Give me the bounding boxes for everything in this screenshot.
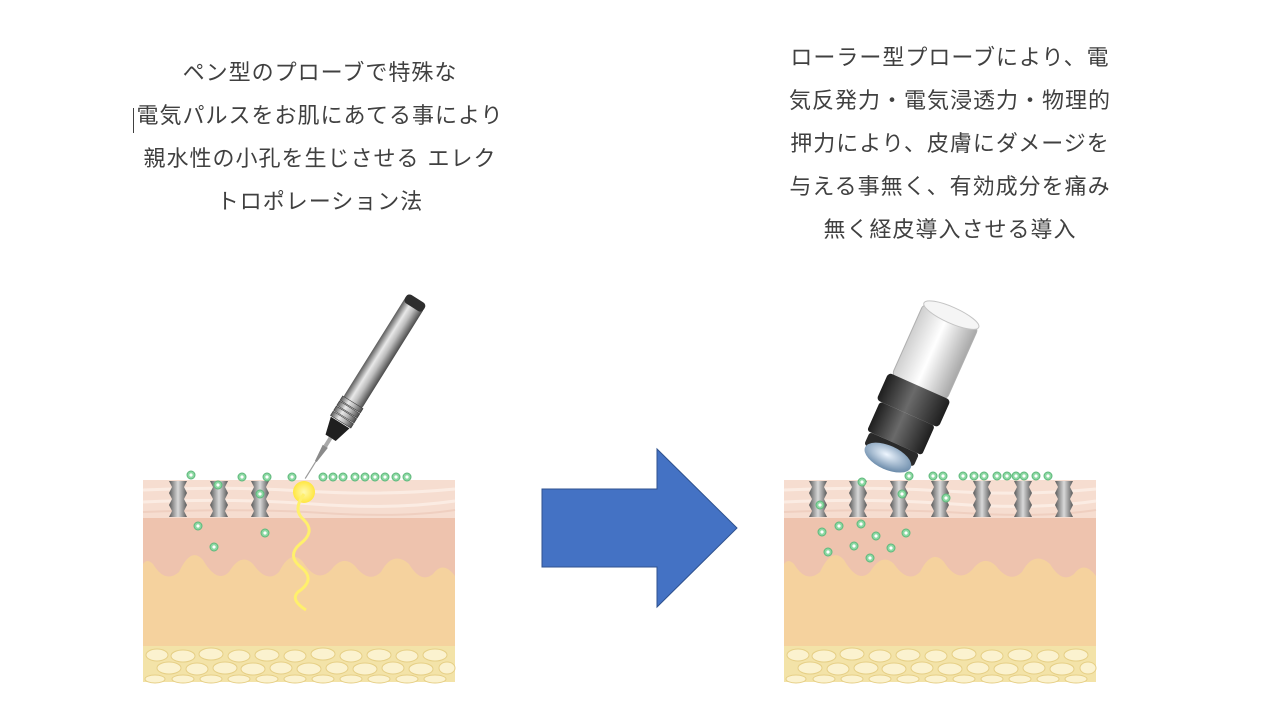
- left-skin-diagram: [141, 470, 457, 685]
- surface-particles: [904, 471, 1053, 481]
- right-caption-line: 無く経皮導入させる導入: [823, 218, 1077, 243]
- surface-particles: [186, 470, 412, 482]
- right-caption-line: 気反発力・電気浸透力・物理的: [788, 89, 1111, 114]
- right-caption-line: 押力により、皮膚にダメージを: [790, 132, 1110, 157]
- right-caption-line: ローラー型プローブにより、電: [790, 46, 1110, 71]
- left-caption-line: ペン型のプローブで特殊な: [182, 61, 458, 86]
- pulse-wave: [292, 481, 315, 612]
- right-arrow-icon: [541, 447, 738, 609]
- pen-probe-icon: [304, 294, 426, 479]
- right-skin-diagram: [782, 471, 1098, 685]
- text-cursor: [133, 108, 134, 133]
- left-caption: ペン型のプローブで特殊な 電気パルスをお肌にあてる事により 親水性の小孔を生じさ…: [110, 52, 530, 224]
- left-caption-line: 電気パルスをお肌にあてる事により: [136, 104, 504, 129]
- roller-probe-icon: [864, 300, 980, 473]
- right-caption-line: 与える事無く、有効成分を痛み: [789, 175, 1111, 200]
- left-caption-line: トロポレーション法: [216, 190, 424, 215]
- left-caption-line: 親水性の小孔を生じさせる エレク: [143, 147, 497, 172]
- right-caption: ローラー型プローブにより、電 気反発力・電気浸透力・物理的 押力により、皮膚にダ…: [760, 37, 1140, 252]
